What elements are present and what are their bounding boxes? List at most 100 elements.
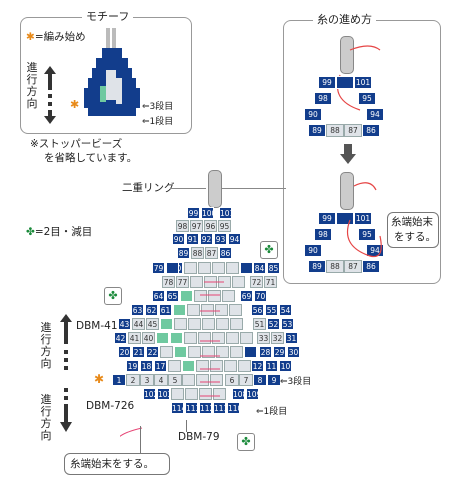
bead: 77	[176, 276, 189, 288]
steps-thread-bottom	[330, 176, 390, 266]
bead: 99	[318, 212, 336, 225]
bead: 78	[162, 276, 175, 288]
bead: 93	[214, 233, 227, 245]
reduce-legend: ✤=2目・減目	[26, 226, 93, 238]
bead: 109	[246, 388, 262, 400]
bead: 42	[114, 332, 127, 344]
bead: 79	[152, 262, 165, 274]
bead: 94	[366, 108, 384, 121]
bead: 112	[199, 402, 215, 414]
bead: 89	[308, 260, 326, 273]
bead: 94	[228, 233, 241, 245]
bead: 69	[240, 290, 253, 302]
bead: 90	[172, 233, 185, 245]
bead	[194, 290, 207, 302]
bead: 91	[186, 233, 199, 245]
bead	[224, 360, 237, 372]
bead: 29	[273, 346, 286, 358]
start-marker-icon: ✱	[26, 31, 35, 43]
bead	[188, 346, 201, 358]
bead	[188, 318, 201, 330]
bead	[196, 360, 209, 372]
bead: 9	[267, 374, 281, 386]
direction-up-label: 進行方向	[40, 321, 52, 370]
bead	[202, 346, 215, 358]
start-marker-icon: ✱	[94, 372, 105, 386]
bead	[187, 304, 200, 316]
bead	[230, 346, 243, 358]
bead: 84	[253, 262, 266, 274]
bottom-end-label: 糸端始末をする。	[70, 458, 154, 470]
motif-start-marker-icon: ✱	[70, 98, 80, 111]
steps-down-arrow-icon	[340, 144, 356, 164]
bead: 20	[118, 346, 131, 358]
reduce-marker-icon: ✤	[104, 287, 122, 305]
bead: 86	[219, 247, 232, 259]
direction-down-arrow-icon	[60, 388, 72, 432]
bead	[160, 346, 173, 358]
steps-ring-bottom	[340, 172, 354, 210]
bead: 97	[190, 220, 203, 232]
bead	[196, 374, 209, 386]
bead	[198, 262, 211, 274]
bead: 19	[126, 360, 139, 372]
bead	[184, 262, 197, 274]
bead: 100	[201, 207, 217, 219]
bead	[212, 332, 225, 344]
bead: 99	[187, 207, 200, 219]
bead	[170, 332, 183, 344]
bead: 88	[326, 124, 344, 137]
bead: 90	[304, 108, 322, 121]
bottom-callout-leader	[140, 426, 141, 454]
bead	[226, 332, 239, 344]
bead	[156, 332, 169, 344]
bead: 89	[177, 247, 190, 259]
motif-row3-label: ⇐3段目	[142, 102, 174, 112]
bead: 111	[213, 402, 229, 414]
direction-down-label: 進行方向	[40, 393, 52, 442]
bead	[232, 276, 245, 288]
bead: 95	[358, 228, 376, 241]
bead	[160, 318, 173, 330]
reduce-marker-icon: ✤	[260, 241, 278, 259]
bead: 103	[157, 388, 173, 400]
motif-box-title: モチーフ	[82, 11, 134, 23]
bead: 33	[257, 332, 270, 344]
bead: 8	[253, 374, 267, 386]
bead: 71	[264, 276, 277, 288]
bead: 96	[204, 220, 217, 232]
bead	[168, 360, 181, 372]
bottom-end-callout: 糸端始末をする。	[64, 453, 170, 475]
bead: 101	[354, 212, 372, 225]
bead	[215, 304, 228, 316]
bead: 12	[251, 360, 264, 372]
bead: 32	[271, 332, 284, 344]
bead	[216, 346, 229, 358]
bead: 2	[126, 374, 140, 386]
bead: 87	[344, 124, 362, 137]
dbm79-label: DBM-79	[178, 431, 220, 443]
bead: 1	[112, 374, 126, 386]
bead: 31	[285, 332, 298, 344]
bead: 10	[279, 360, 292, 372]
bead	[204, 276, 217, 288]
motif-direction-arrow-icon	[44, 66, 56, 124]
bead	[226, 262, 239, 274]
bead: 98	[314, 92, 332, 105]
dbm79-leader-line	[186, 420, 187, 432]
bead	[166, 262, 179, 274]
bead	[185, 388, 198, 400]
bead	[210, 374, 223, 386]
bead: 65	[166, 290, 179, 302]
steps-rows-top: 99 101 98 95 90 94 89 88 87 86	[304, 76, 404, 137]
bead	[171, 388, 184, 400]
bead: 63	[131, 304, 144, 316]
bead: 85	[267, 262, 280, 274]
bead: 44	[132, 318, 145, 330]
bead	[174, 346, 187, 358]
bead: 98	[314, 228, 332, 241]
clover-icon: ✤	[26, 226, 35, 238]
bead: 90	[304, 244, 322, 257]
bead	[222, 290, 235, 302]
bead: 86	[362, 124, 380, 137]
